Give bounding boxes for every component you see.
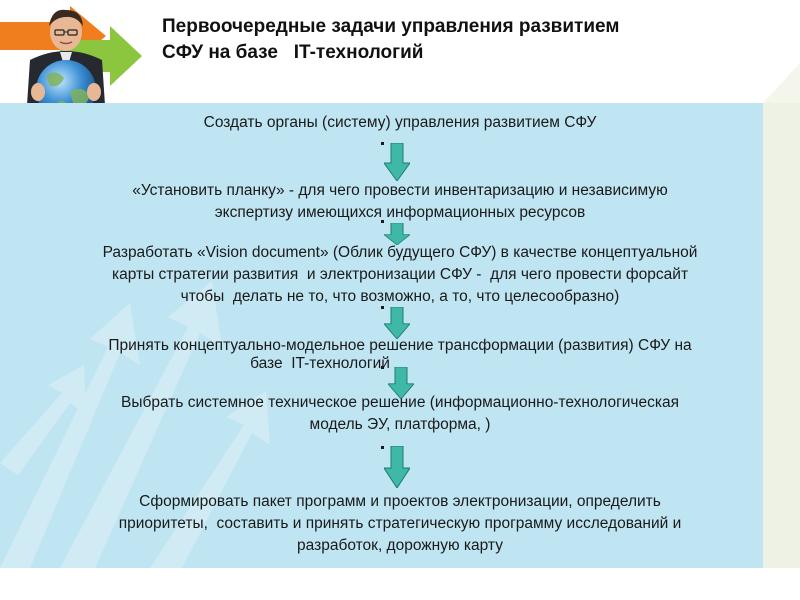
flow-down-arrow <box>384 143 410 181</box>
tick-mark <box>381 142 384 145</box>
step-text-line: Принять концептуально-модельное решение … <box>108 337 692 354</box>
panel-side-face <box>763 103 800 568</box>
step-text-line: экспертизу имеющихся информационных ресу… <box>214 204 586 221</box>
step-conceptual-model: Принять концептуально-модельное решение … <box>40 337 760 373</box>
step-vision-document: Разработать «Vision document» (Облик буд… <box>40 242 760 308</box>
slide-title: Первоочередные задачи управления развити… <box>162 14 762 66</box>
step-text-line: базе IT-технологий <box>250 355 390 372</box>
tick-mark <box>381 220 384 223</box>
flow-down-arrow <box>384 223 410 245</box>
flow-down-arrow <box>384 446 410 488</box>
step-text-line: «Установить планку» - для чего провести … <box>132 182 668 199</box>
flow-down-arrow <box>388 367 414 399</box>
step-program-package: Сформировать пакет программ и проектов э… <box>40 491 760 557</box>
step-text-line: разработок, дорожную карту <box>297 537 503 554</box>
step-create-governance: Создать органы (систему) управления разв… <box>40 112 760 134</box>
content-panel: Создать органы (систему) управления разв… <box>0 103 763 568</box>
slide-title-line: СФУ на базе IT-технологий <box>162 42 424 63</box>
step-text-line: Сформировать пакет программ и проектов э… <box>139 493 661 510</box>
step-set-benchmark: «Установить планку» - для чего провести … <box>40 180 760 224</box>
step-technical-solution: Выбрать системное техническое решение (и… <box>40 392 760 436</box>
flow-down-arrow <box>384 307 410 339</box>
step-text-line: модель ЭУ, платформа, ) <box>309 416 491 433</box>
step-text-line: приоритеты, составить и принять стратеги… <box>118 515 682 532</box>
tick-mark <box>381 446 384 449</box>
step-text-line: Выбрать системное техническое решение (и… <box>121 394 679 411</box>
step-text-line: карты стратегии развития и электронизаци… <box>111 266 689 283</box>
slide-title-line: Первоочередные задачи управления развити… <box>162 16 620 37</box>
tick-mark <box>381 306 384 309</box>
step-text-line: Создать органы (систему) управления разв… <box>203 114 597 131</box>
step-text-line: чтобы делать не то, что возможно, а то, … <box>180 288 620 305</box>
panel-top-bevel <box>763 63 800 103</box>
step-text-line: Разработать «Vision document» (Облик буд… <box>102 244 698 261</box>
tick-mark <box>381 366 384 369</box>
background-arrows-decoration <box>0 281 270 568</box>
